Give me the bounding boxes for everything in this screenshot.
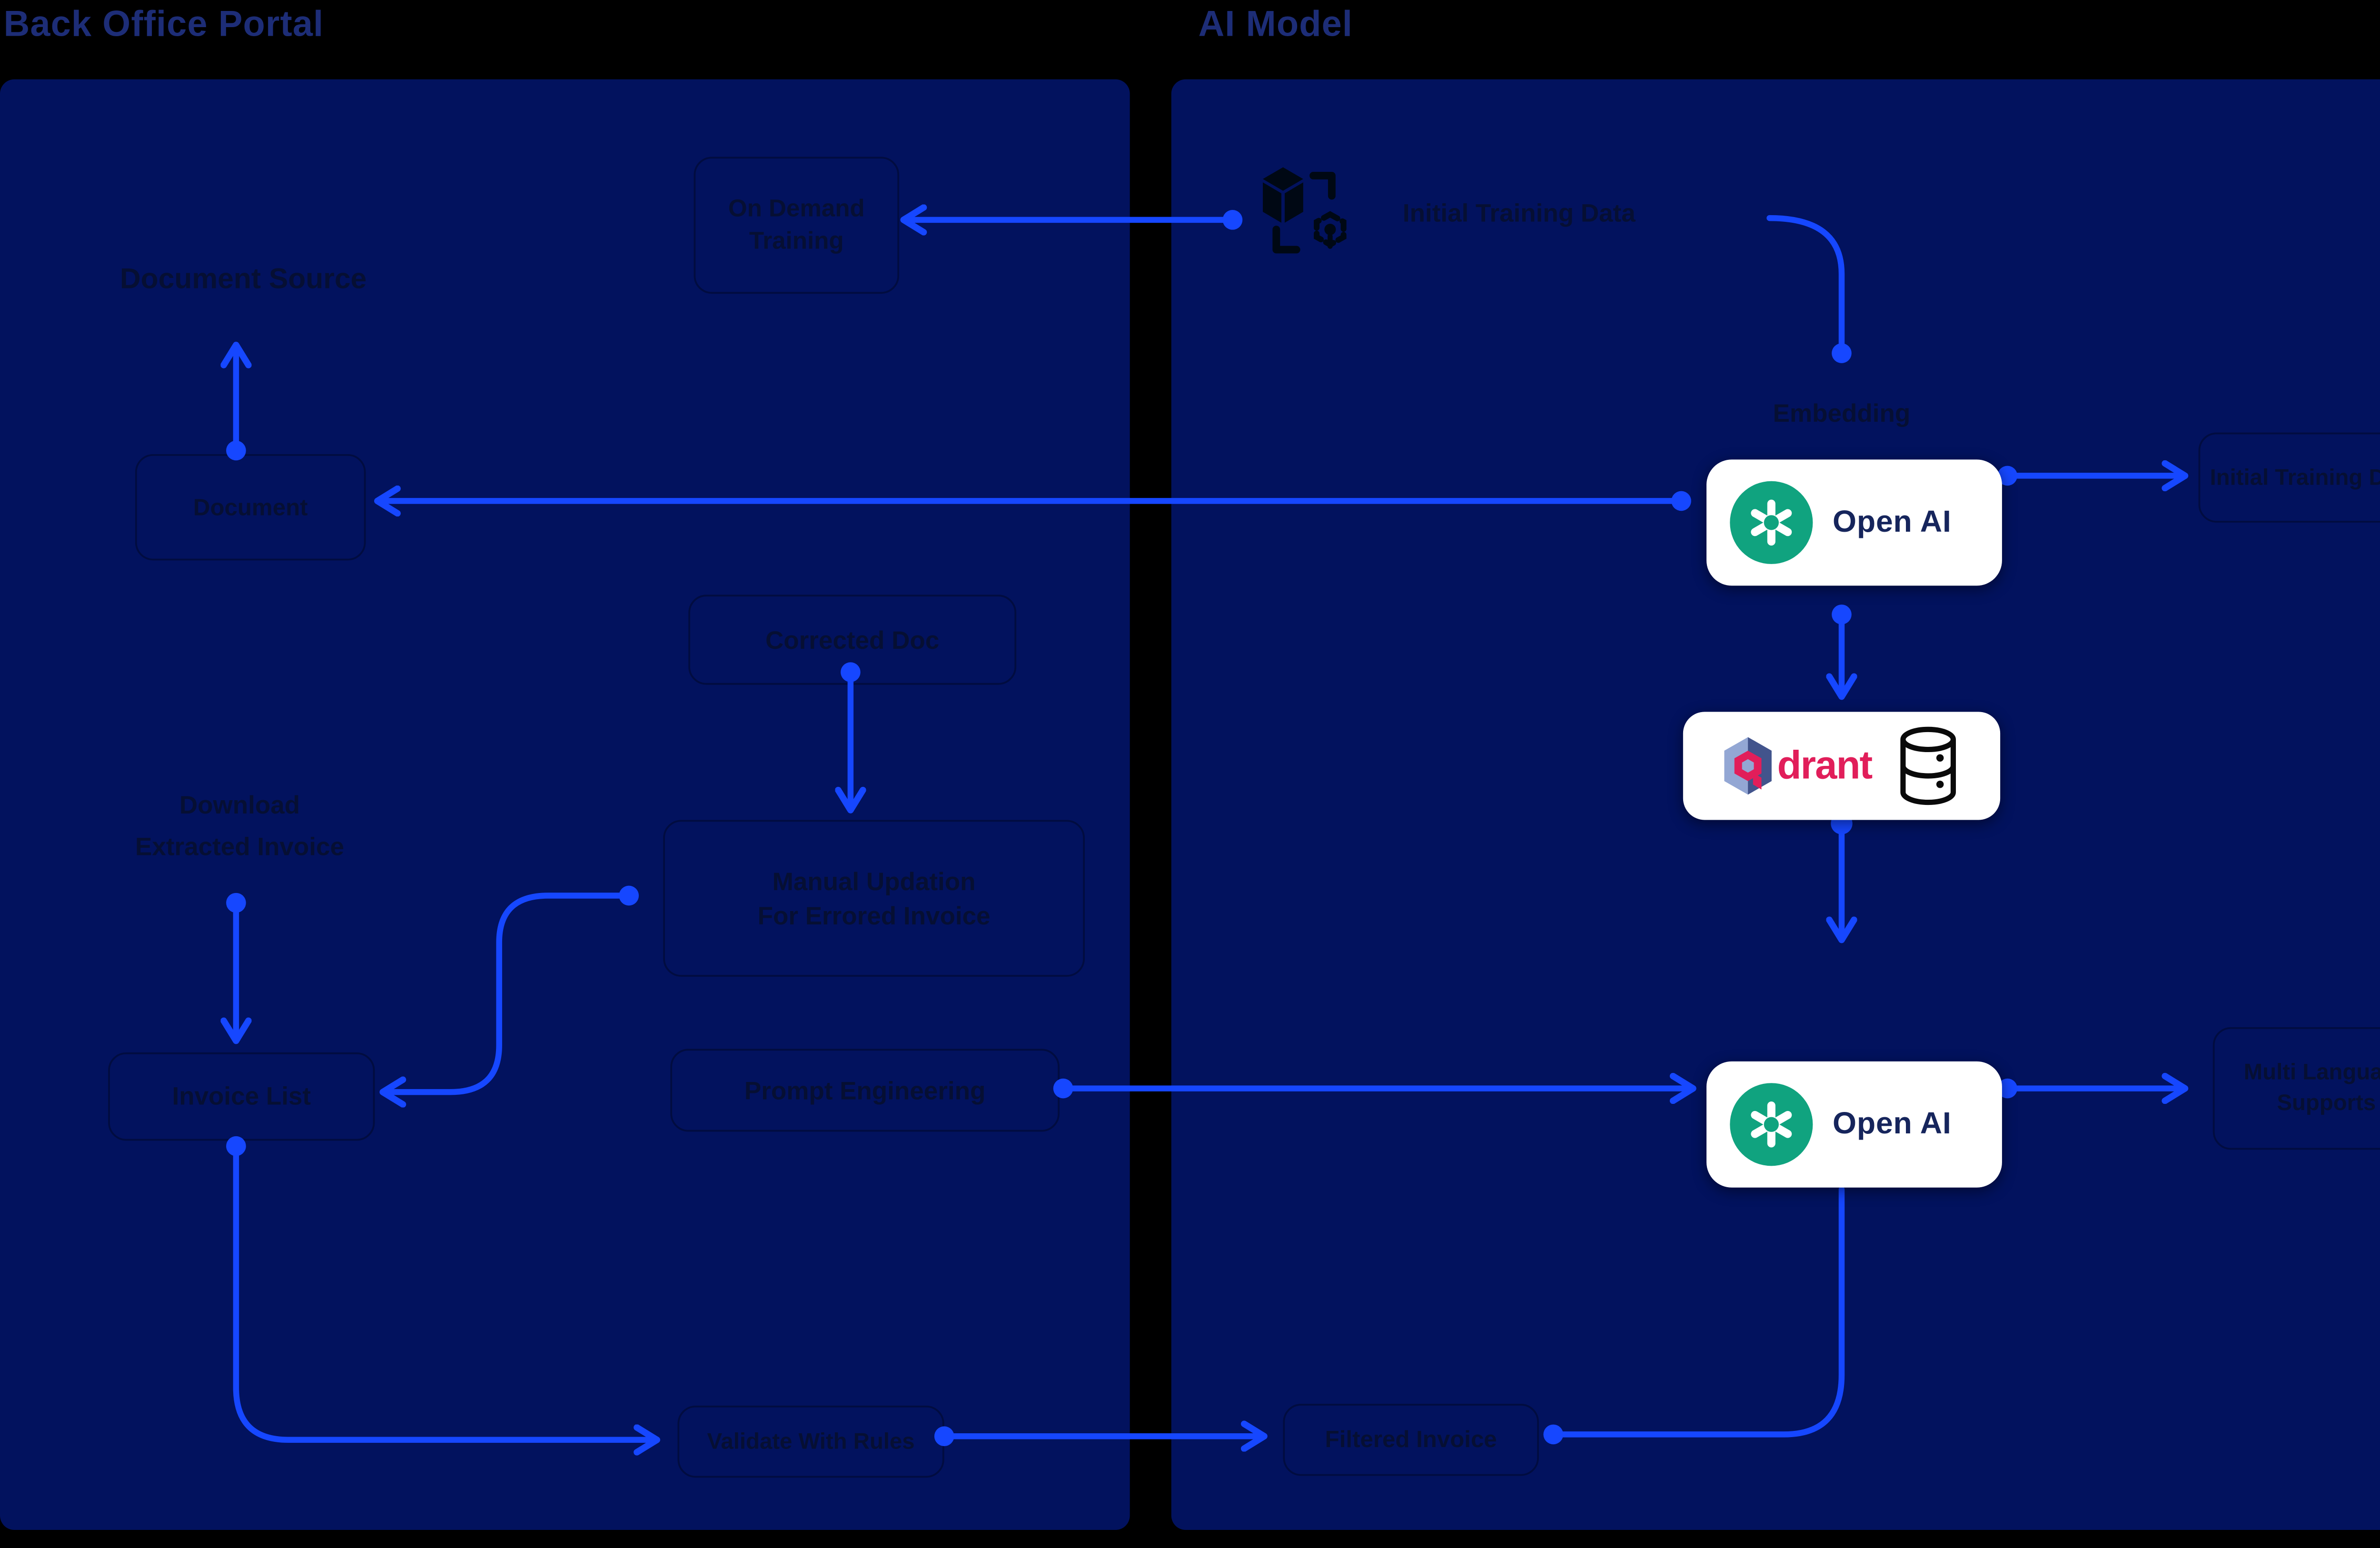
embedding-label: Embedding [1773,398,1911,427]
openai-embedding-label: Open AI [1833,504,1952,539]
on-demand-training-label: On Demand Training [694,157,900,294]
multi-language-supports-label: Multi Language Supports [2212,1027,2380,1150]
manual-updation-label: Manual Updation For Errored Invoice [663,820,1085,977]
openai-logo-icon [1730,481,1813,564]
filtered-invoice-label: Filtered Invoice [1283,1404,1539,1476]
qdrant-brand-text: drant [1777,742,1873,788]
database-icon [1894,726,1962,806]
openai-logo-icon [1730,1083,1813,1166]
validate-with-rules-label: Validate With Rules [677,1405,944,1478]
initial-training-data-top-label: Initial Training Data [1402,198,1636,227]
right-panel-title: AI Model [1198,5,1353,45]
left-panel-title: Back Office Portal [3,5,324,45]
document-node: Document [135,454,366,561]
openai-completion-node: Open AI [1706,1061,2002,1188]
openai-embedding-node: Open AI [1706,459,2002,586]
initial-training-data-right-label: Initial Training Data [2198,432,2380,523]
prompt-engineering-label: Prompt Engineering [670,1049,1060,1132]
qdrant-logo-icon [1721,735,1775,797]
model-training-icon [1258,162,1359,263]
back-office-panel [0,79,1130,1530]
qdrant-node: drant [1683,712,2001,820]
document-node-label: Document [193,493,308,521]
openai-completion-label: Open AI [1833,1106,1952,1141]
document-source-label: Document Source [119,265,367,296]
download-extracted-invoice-label: Download Extracted Invoice [135,790,344,861]
